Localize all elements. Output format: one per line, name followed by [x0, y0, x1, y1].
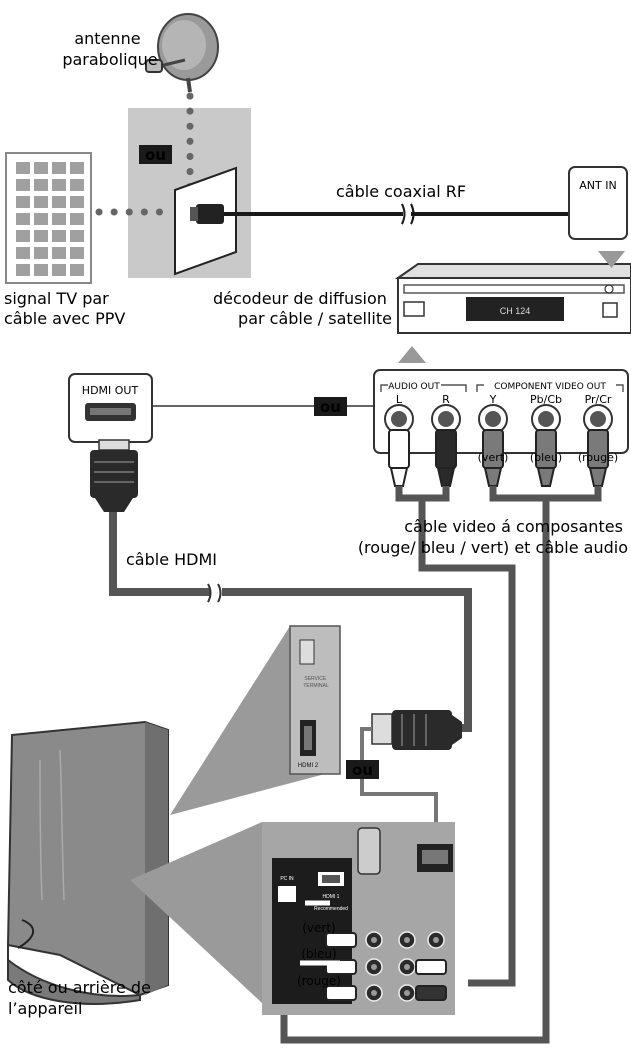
rear-jack-4 [398, 984, 416, 1002]
service-label: SERVICE TERMINAL [303, 676, 329, 689]
svg-text:ou: ou [352, 761, 373, 779]
rear-hdmi1-label: HDMI 1 [323, 894, 340, 900]
jack-4 [583, 404, 613, 487]
jack-label-pb: Pb/Cb [530, 393, 562, 406]
component-out-label: COMPONENT VIDEO OUT [494, 382, 606, 392]
side-hdmi-label: HDMI 2 [298, 763, 319, 769]
jack-label-pr: Pr/Cr [585, 393, 612, 406]
or-badge-middle: ou [314, 397, 347, 416]
rear-jack-6 [427, 931, 445, 949]
audio-out-label: AUDIO OUT [388, 382, 440, 392]
rear-plug-2 [325, 985, 357, 1001]
dish-label: antenne parabolique [62, 29, 157, 69]
rear-panel-zoom [130, 822, 262, 1003]
rear-pcin-label: PC IN [280, 876, 294, 882]
color-label-green: (vert) [478, 451, 509, 464]
tv-device [6, 720, 169, 1005]
component-cable-label: câble video á composantes (rouge/ bleu /… [358, 517, 628, 557]
jack-label-l: L [396, 393, 403, 406]
rear-plug-4 [415, 985, 447, 1001]
svg-text:CH 124: CH 124 [500, 306, 531, 316]
device-label: côté ou arrière de l’appareil [8, 978, 156, 1018]
jack-3 [531, 404, 561, 487]
or-badge-bottom: ou [346, 760, 379, 779]
hdmi-out-label: HDMI OUT [82, 384, 139, 397]
arrow-up-icon [398, 346, 426, 363]
decoder-jacks [384, 404, 613, 487]
rear-recommended-label: Recommended [314, 906, 348, 912]
ant-in-box [568, 166, 628, 240]
coax-connector-left [190, 204, 224, 224]
coax-label: câble coaxial RF [336, 182, 466, 201]
color-label-red: (rouge) [578, 451, 618, 464]
rear-jack-1 [365, 958, 383, 976]
hdmi-plug-top [90, 439, 138, 512]
svg-text:ou: ou [320, 398, 341, 416]
jack-label-r: R [442, 393, 450, 406]
arrow-down-icon [598, 251, 625, 268]
cable-tv-label: signal TV par câble avec PPV [4, 289, 125, 328]
rear-jack-0 [365, 931, 383, 949]
hdmi-cable-label: câble HDMI [126, 550, 217, 569]
hdmi-plug-side [371, 710, 462, 750]
rear-color-blue: (bleu) [301, 947, 336, 961]
jack-0 [384, 404, 414, 487]
decoder-label: décodeur de diffusion par câble / satell… [213, 289, 392, 328]
satellite-dish-icon [145, 13, 219, 93]
rear-jack-5 [398, 931, 416, 949]
jack-1 [431, 404, 461, 487]
component-cable-bundle [395, 486, 602, 502]
rear-color-green: (vert) [302, 921, 336, 935]
jack-label-y: Y [489, 393, 497, 406]
rear-plug-0 [325, 932, 357, 948]
color-label-blue: (bleu) [530, 451, 562, 464]
decoder-box: CH 124 [394, 263, 631, 334]
rear-jack-2 [365, 984, 383, 1002]
rear-color-red: (rouge) [297, 974, 341, 988]
cable-tv-building-icon [5, 152, 92, 284]
svg-text:ou: ou [145, 146, 166, 164]
audio-cable [418, 498, 516, 987]
rear-plug-3 [415, 959, 447, 975]
or-badge-top: ou [139, 145, 172, 164]
rear-jack-3 [398, 958, 416, 976]
rear-jacks [325, 931, 447, 1002]
hdmi-cable [109, 512, 472, 732]
ant-in-label: ANT IN [579, 179, 616, 192]
jack-2 [478, 404, 508, 487]
